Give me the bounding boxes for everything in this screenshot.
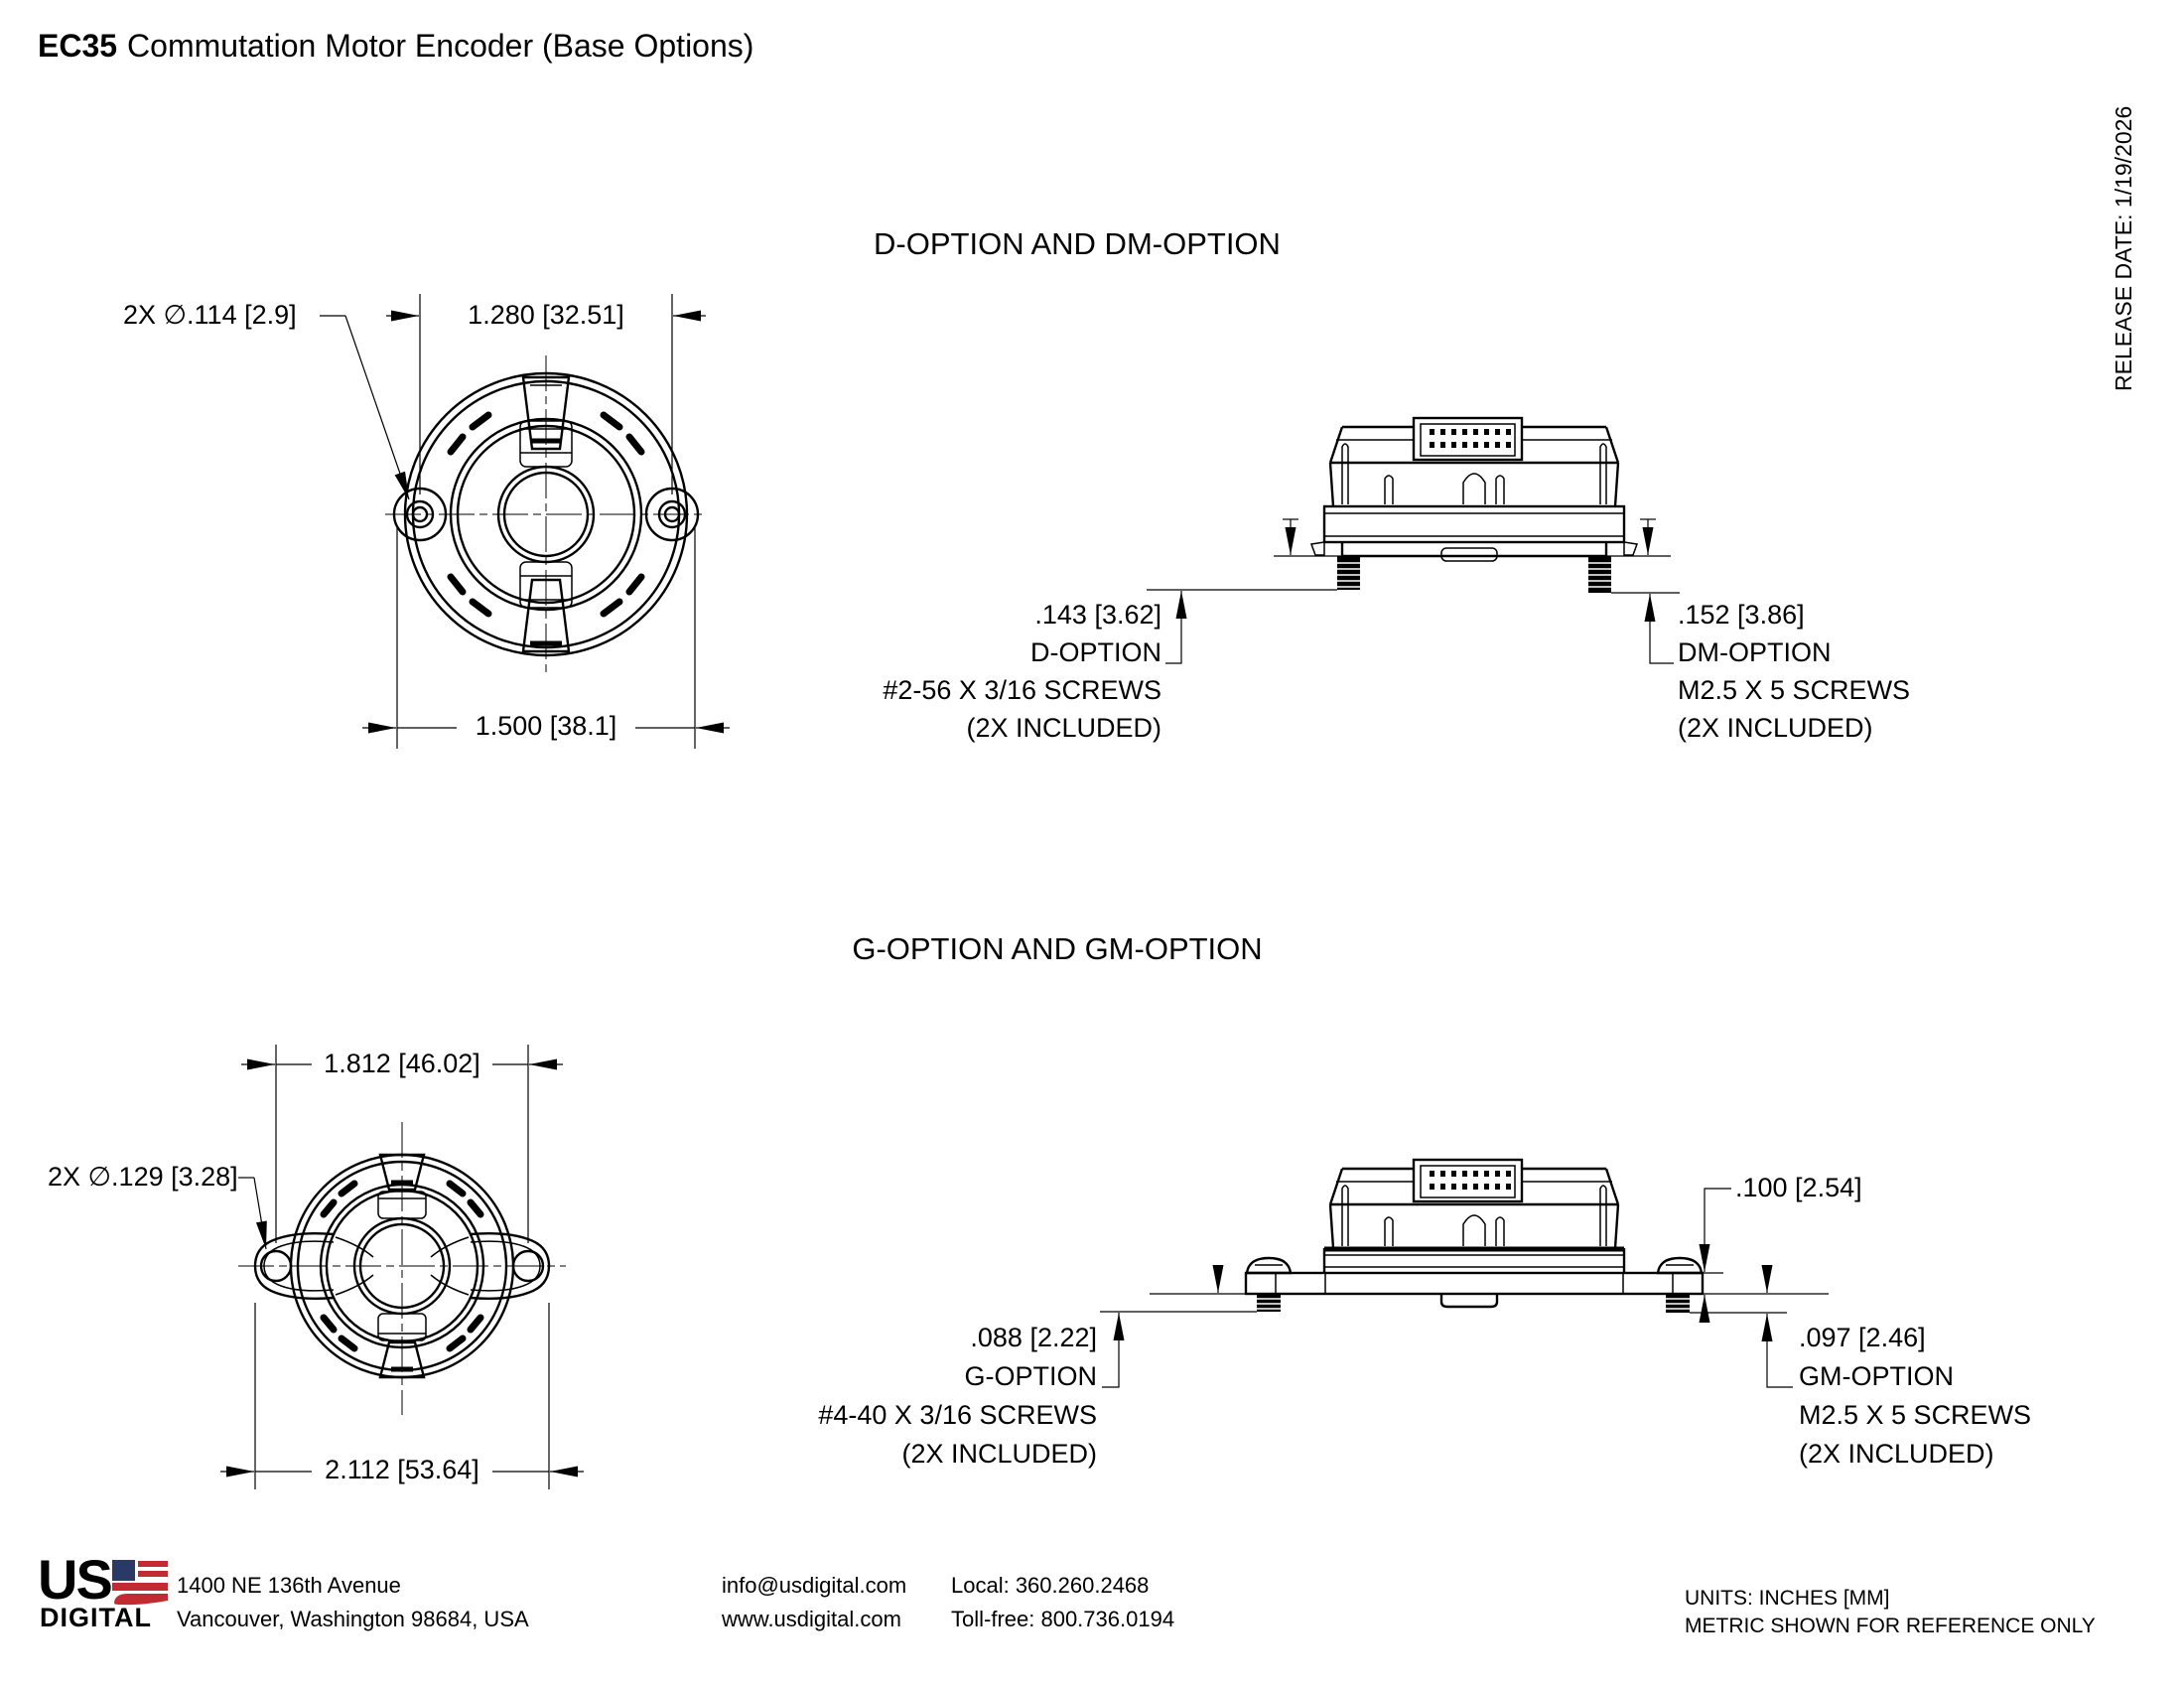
dimensions-side-g <box>1100 1188 1829 1388</box>
callout-gm-option: .097 [2.46] GM-OPTION M2.5 X 5 SCREWS (2… <box>1799 1319 2126 1474</box>
screws-g-gm <box>1254 1294 1693 1313</box>
dim-g-protrusion: .088 [2.22] <box>970 1323 1097 1352</box>
dm-screws-label: M2.5 X 5 SCREWS <box>1678 675 1911 705</box>
units-line1: UNITS: INCHES [MM] <box>1685 1587 1890 1610</box>
address-line2: Vancouver, Washington 98684, USA <box>177 1607 529 1631</box>
section-heading-d: D-OPTION AND DM-OPTION <box>874 226 1281 261</box>
dim-g-width-top: 1.812 [46.02] <box>324 1049 480 1078</box>
dim-gm-protrusion: .097 [2.46] <box>1799 1323 1926 1352</box>
g-screws-label: #4-40 X 3/16 SCREWS <box>818 1400 1097 1430</box>
g-included-label: (2X INCLUDED) <box>901 1439 1097 1469</box>
screws-d-dm <box>1334 556 1614 593</box>
dim-g-width-bottom: 2.112 [53.64] <box>325 1455 479 1484</box>
dimensions-side-d <box>1147 518 1680 664</box>
dm-included-label: (2X INCLUDED) <box>1678 713 1873 743</box>
address-line1: 1400 NE 136th Avenue <box>177 1573 401 1598</box>
mounting-slots-d <box>447 411 645 618</box>
dim-d-holes: 2X ∅.114 [2.9] <box>123 300 297 330</box>
d-option-label: D-OPTION <box>1030 637 1161 667</box>
logo-digital-text: DIGITAL <box>40 1603 152 1632</box>
dim-d-width-bottom: 1.500 [38.1] <box>475 711 617 741</box>
d-screws-label: #2-56 X 3/16 SCREWS <box>883 675 1161 705</box>
callout-d-option: .143 [3.62] D-OPTION #2-56 X 3/16 SCREWS… <box>864 596 1161 747</box>
units-line2: METRIC SHOWN FOR REFERENCE ONLY <box>1685 1615 2096 1637</box>
front-view-g <box>220 1045 584 1489</box>
dim-g-holes: 2X ∅.129 [3.28] <box>48 1162 238 1192</box>
d-included-label: (2X INCLUDED) <box>966 713 1161 743</box>
product-name: EC35 <box>38 28 118 64</box>
footer-address: 1400 NE 136th Avenue Vancouver, Washingt… <box>177 1569 529 1636</box>
dm-option-label: DM-OPTION <box>1678 637 1832 667</box>
callout-g-option: .088 [2.22] G-OPTION #4-40 X 3/16 SCREWS… <box>799 1319 1097 1474</box>
release-date: RELEASE DATE: 1/19/2026 <box>2111 105 2136 391</box>
dim-dm-protrusion: .152 [3.86] <box>1678 600 1805 630</box>
title-rest: Commutation Motor Encoder (Base Options) <box>127 28 754 64</box>
footer-web: info@usdigital.com www.usdigital.com <box>722 1569 906 1636</box>
side-view-g-gm <box>1100 1158 1829 1388</box>
gm-included-label: (2X INCLUDED) <box>1799 1439 1994 1469</box>
dim-d-width-top: 1.280 [32.51] <box>468 300 624 330</box>
dimensions-front-d <box>320 294 730 749</box>
footer-website: www.usdigital.com <box>722 1607 901 1631</box>
side-view-d-dm <box>1147 416 1680 664</box>
gm-option-label: GM-OPTION <box>1799 1361 1954 1391</box>
dim-g-flange: .100 [2.54] <box>1735 1173 1862 1202</box>
flag-icon <box>112 1560 168 1606</box>
gm-screws-label: M2.5 X 5 SCREWS <box>1799 1400 2032 1430</box>
phone-tollfree: Toll-free: 800.736.0194 <box>951 1607 1175 1631</box>
dim-d-protrusion: .143 [3.62] <box>1034 600 1161 630</box>
footer-units: UNITS: INCHES [MM] METRIC SHOWN FOR REFE… <box>1685 1585 2096 1640</box>
g-option-label: G-OPTION <box>964 1361 1098 1391</box>
footer-email: info@usdigital.com <box>722 1573 907 1598</box>
logo-us-text: US <box>38 1548 113 1611</box>
callout-dm-option: .152 [3.86] DM-OPTION M2.5 X 5 SCREWS (2… <box>1678 596 2005 747</box>
connector-pins-d <box>1430 429 1511 448</box>
footer-phones: Local: 360.260.2468 Toll-free: 800.736.0… <box>951 1569 1174 1636</box>
section-heading-g: G-OPTION AND GM-OPTION <box>852 931 1263 966</box>
dimensions-front-g <box>220 1045 584 1489</box>
mounting-slots-g <box>320 1180 484 1352</box>
connector-pins-g <box>1430 1171 1511 1190</box>
front-view-d <box>320 294 730 749</box>
phone-local: Local: 360.260.2468 <box>951 1573 1150 1598</box>
